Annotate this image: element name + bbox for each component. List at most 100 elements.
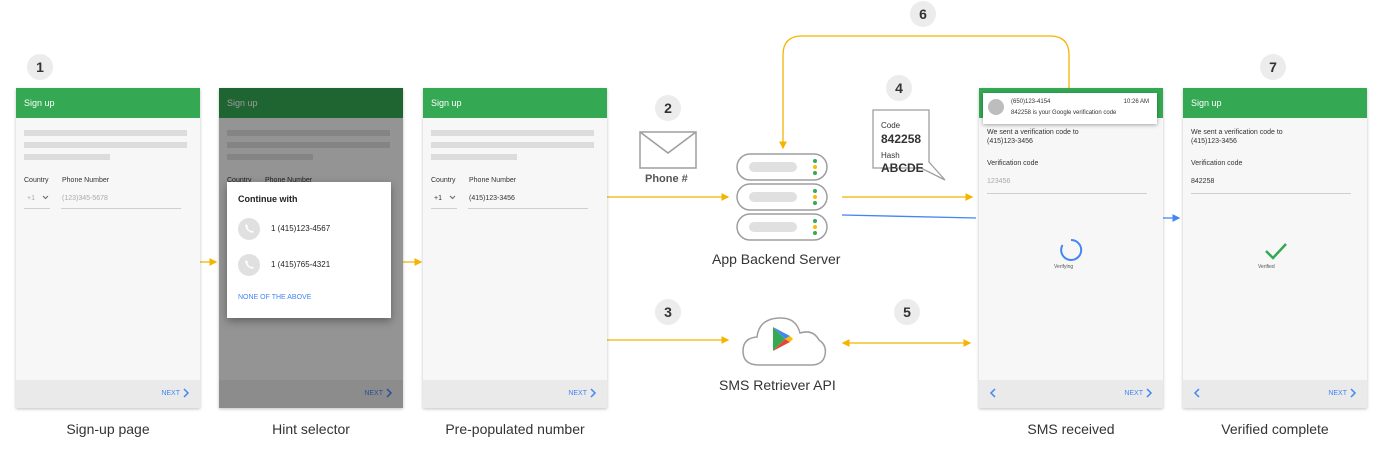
step-badge-3: 3: [655, 299, 681, 325]
sent-line-1: We sent a verification code to: [1191, 129, 1283, 136]
phone-icon: [238, 218, 260, 240]
hint-option-1[interactable]: 1 (415)123-4567: [271, 224, 331, 233]
placeholder-line: [227, 154, 313, 160]
step-badge-1: 1: [27, 54, 53, 80]
chevron-right-icon[interactable]: [1347, 387, 1359, 399]
avatar-icon: [988, 99, 1004, 115]
code-underline: [987, 193, 1147, 194]
phone-underline: [468, 208, 588, 209]
code-label: Verification code: [1191, 160, 1243, 167]
sms-notification[interactable]: (650)123-4154 10:26 AM 842258 is your Go…: [983, 93, 1157, 124]
phone-icon: [238, 254, 260, 276]
prepopulated-header: Sign up: [423, 88, 607, 118]
server-icon: [736, 153, 828, 241]
code-input[interactable]: 842258: [1191, 178, 1215, 185]
verified-status: Verified: [1258, 264, 1275, 270]
chevron-right-icon[interactable]: [1143, 387, 1155, 399]
code-label: Verification code: [987, 160, 1039, 167]
country-code-select[interactable]: +1: [434, 195, 456, 202]
country-code-select[interactable]: +1: [27, 195, 49, 202]
notif-time: 10:26 AM: [1123, 99, 1149, 105]
country-label: Country: [227, 177, 252, 184]
arrow-sms-to-server-loop: [779, 35, 1070, 150]
placeholder-line: [24, 154, 110, 160]
verified-header: Sign up: [1183, 88, 1367, 118]
spinner-icon: [1060, 238, 1083, 261]
phone-input[interactable]: (123)345-5678: [62, 195, 108, 202]
caption-sms: SMS received: [1027, 421, 1115, 437]
country-underline: [431, 208, 457, 209]
sent-line-1: We sent a verification code to: [987, 129, 1079, 136]
step-badge-5: 5: [894, 299, 920, 325]
chevron-right-icon[interactable]: [587, 387, 599, 399]
country-label: Country: [431, 177, 456, 184]
envelope-label: Phone #: [645, 173, 688, 185]
chevron-left-icon[interactable]: [1191, 387, 1203, 399]
phone-label: Phone Number: [265, 177, 313, 184]
caption-verified: Verified complete: [1221, 421, 1329, 437]
signup-footer: NEXT: [16, 380, 200, 408]
code-input[interactable]: 123456: [987, 178, 1011, 185]
placeholder-line: [24, 130, 187, 136]
country-code-value: +1: [434, 195, 442, 202]
dialog-title: Continue with: [238, 194, 298, 204]
hint-dialog: Continue with 1 (415)123-4567 1 (415)765…: [227, 182, 391, 318]
phone-underline: [61, 208, 181, 209]
placeholder-line: [431, 154, 517, 160]
country-underline: [24, 208, 50, 209]
notif-sender: (650)123-4154: [1011, 99, 1051, 105]
bubble-code-value: 842258: [881, 132, 922, 146]
sent-line-2: (415)123-3456: [987, 138, 1033, 145]
caption-signup: Sign-up page: [66, 421, 150, 437]
dropdown-arrow-icon: [449, 195, 456, 200]
chevron-right-icon[interactable]: [180, 387, 192, 399]
phone-input[interactable]: (415)123-3456: [469, 195, 515, 202]
placeholder-line: [431, 130, 594, 136]
country-label: Country: [24, 177, 49, 184]
bubble-hash-value: ABCDE: [881, 161, 924, 175]
caption-hint: Hint selector: [272, 421, 350, 437]
country-code-value: +1: [27, 195, 35, 202]
verifying-status: Verifying: [1054, 264, 1074, 270]
none-of-the-above-button[interactable]: NONE OF THE ABOVE: [238, 294, 312, 301]
next-button[interactable]: NEXT: [1124, 390, 1143, 397]
prepopulated-screen: Sign up Country Phone Number +1 (415)123…: [423, 88, 607, 408]
signup-screen: Sign up Country Phone Number +1 (123)345…: [16, 88, 200, 408]
bubble-hash-label: Hash: [881, 151, 900, 160]
prepopulated-footer: NEXT: [423, 380, 607, 408]
hint-selector-screen: Sign up Country Phone Number NEXT Contin…: [219, 88, 403, 408]
check-icon: [1265, 243, 1287, 260]
next-button[interactable]: NEXT: [161, 390, 180, 397]
notif-body: 842258 is your Google verification code: [1011, 110, 1117, 116]
retriever-label: SMS Retriever API: [719, 377, 836, 393]
dropdown-arrow-icon: [42, 195, 49, 200]
step-badge-6: 6: [910, 1, 936, 27]
chevron-right-icon[interactable]: [383, 387, 395, 399]
step-badge-2: 2: [655, 95, 681, 121]
next-button[interactable]: NEXT: [568, 390, 587, 397]
arrow-server-verify: [841, 214, 977, 219]
placeholder-line: [227, 142, 390, 148]
envelope-icon: [639, 131, 697, 169]
chevron-left-icon[interactable]: [987, 387, 999, 399]
phone-label: Phone Number: [469, 177, 517, 184]
hint-header: Sign up: [219, 88, 403, 118]
placeholder-line: [431, 142, 594, 148]
next-button[interactable]: NEXT: [1328, 390, 1347, 397]
sent-line-2: (415)123-3456: [1191, 138, 1237, 145]
verified-screen: Sign up We sent a verification code to (…: [1183, 88, 1367, 408]
code-underline: [1191, 193, 1351, 194]
step-badge-7: 7: [1260, 54, 1286, 80]
bubble-code-label: Code: [881, 121, 901, 130]
hint-option-2[interactable]: 1 (415)765-4321: [271, 260, 331, 269]
phone-label: Phone Number: [62, 177, 110, 184]
next-button[interactable]: NEXT: [364, 390, 383, 397]
sms-footer: NEXT: [979, 380, 1163, 408]
sms-received-screen: We sent a verification code to (415)123-…: [979, 88, 1163, 408]
sms-bubble: [872, 109, 946, 181]
placeholder-line: [24, 142, 187, 148]
placeholder-line: [227, 130, 390, 136]
step-badge-4: 4: [886, 75, 912, 101]
play-store-icon: [773, 327, 793, 351]
